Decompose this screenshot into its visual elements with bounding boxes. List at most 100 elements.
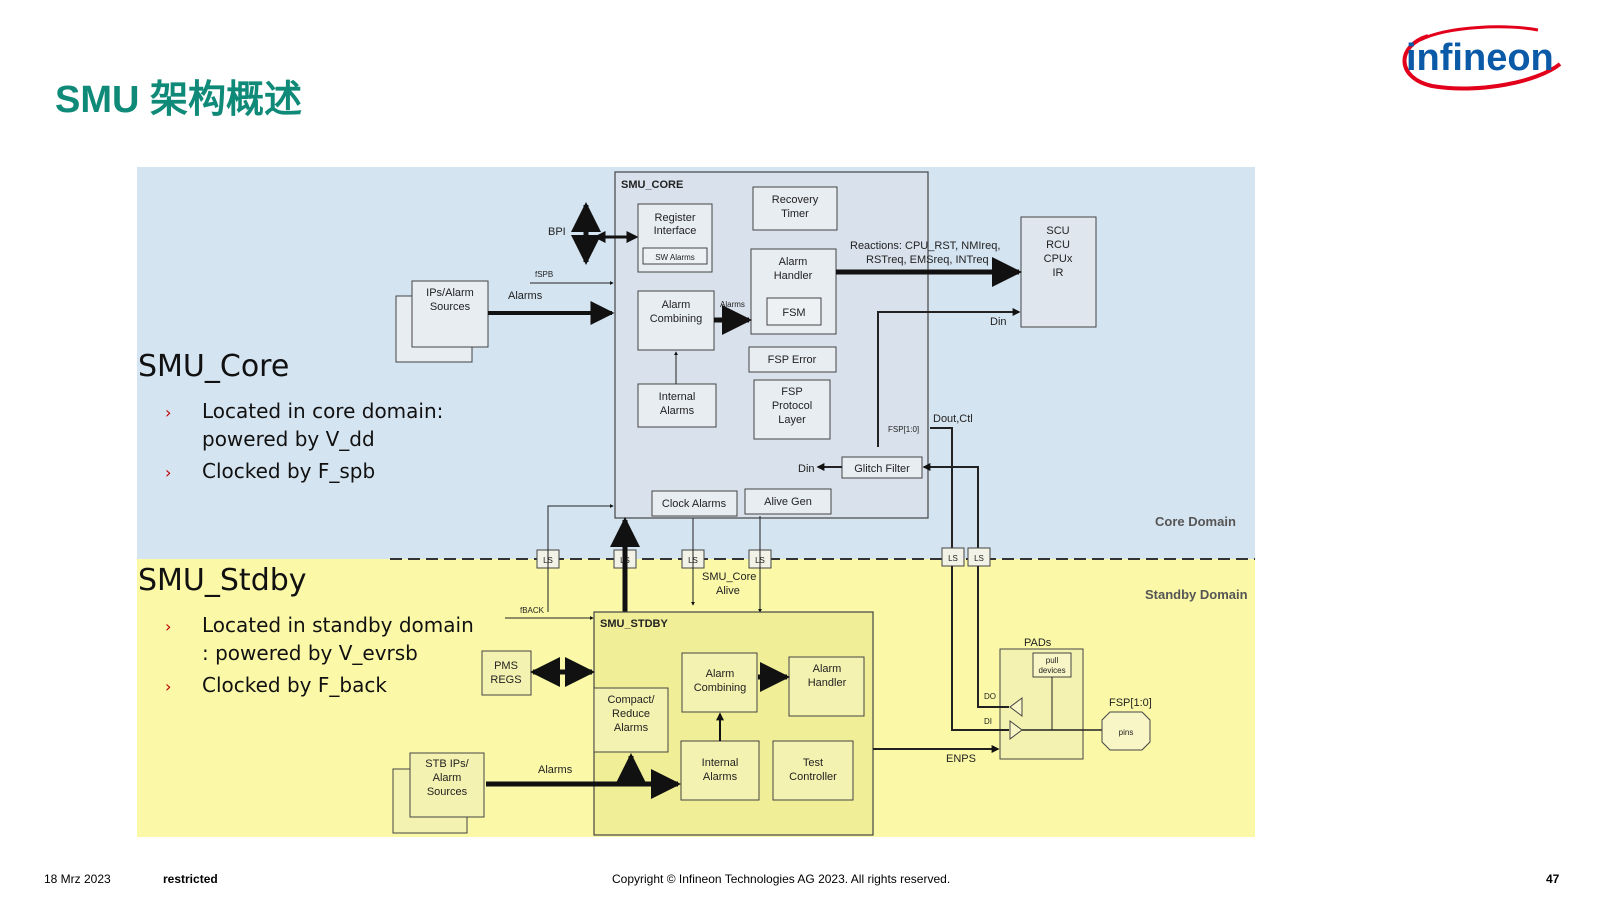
footer-date: 18 Mrz 2023	[44, 872, 111, 886]
register-interface-text: Register	[655, 212, 696, 224]
stdby-bullet-1-line2: : powered by V_evrsb	[202, 641, 418, 665]
bullet-marker: ›	[165, 403, 171, 422]
alive-gen-text: Alive Gen	[764, 496, 812, 508]
fsp-pins-block	[1101, 711, 1151, 751]
test-controller-block	[772, 740, 854, 801]
ips-alarm-sources-text: Sources	[430, 301, 471, 313]
smu-core-label: SMU_CORE	[621, 179, 683, 191]
fsp-protocol-text: Layer	[778, 414, 806, 426]
din-scu-label: Din	[990, 316, 1007, 328]
pins-text: pins	[1119, 728, 1134, 737]
core-bullet-1-line2: powered by V_dd	[202, 427, 375, 451]
fspb-label: fSPB	[535, 270, 553, 279]
footer-copyright: Copyright © Infineon Technologies AG 202…	[612, 872, 951, 886]
bullet-marker: ›	[165, 677, 171, 696]
smu-stdby-label: SMU_STDBY	[600, 618, 669, 630]
alarms-input-label: Alarms	[508, 290, 543, 302]
internal-alarms-stdby-block	[680, 740, 760, 801]
compact-reduce-block	[593, 687, 669, 753]
stb-ips-text: Alarm	[433, 772, 462, 784]
core-domain-label: Core Domain	[1155, 514, 1236, 529]
bullet-marker: ›	[165, 463, 171, 482]
sw-alarms-block	[642, 247, 708, 265]
compact-reduce-text: Reduce	[612, 708, 650, 720]
recovery-timer-block	[752, 186, 838, 231]
alarm-handler-stdby-text: Alarm	[813, 663, 842, 675]
fsp-protocol-text: Protocol	[772, 400, 812, 412]
dout-ctl-line	[930, 427, 953, 548]
internal-alarms-core-block	[637, 383, 717, 428]
fsm-text: FSM	[782, 307, 805, 319]
dout-ctl-label: Dout,Ctl	[933, 413, 973, 425]
pms-regs-text: PMS	[494, 660, 518, 672]
pms-regs-text: REGS	[490, 674, 521, 686]
alarms-small-label: Alarms	[720, 300, 745, 309]
logo-swoosh-upper	[1419, 25, 1539, 42]
bullet-marker: ›	[165, 617, 171, 636]
alarm-combining-block	[637, 290, 715, 351]
test-controller-text: Test	[803, 757, 823, 769]
stb-ips-text: Sources	[427, 786, 468, 798]
fback-clock-line	[547, 504, 614, 612]
compact-reduce-text: Alarms	[614, 722, 649, 734]
fsp-error-block	[748, 346, 837, 373]
stdby-bullet-2: Clocked by F_back	[202, 673, 387, 697]
internal-alarms-stdby-text: Alarms	[703, 771, 738, 783]
level-shifter-5: LS	[941, 547, 965, 567]
smu-stdby-heading: SMU_Stdby	[138, 563, 307, 598]
alarm-combining-stdby-text: Alarm	[706, 668, 735, 680]
fsp-protocol-text: FSP	[781, 386, 802, 398]
ir-text: IR	[1053, 267, 1064, 279]
enps-label: ENPS	[946, 753, 976, 765]
stb-alarms-label: Alarms	[538, 764, 573, 776]
reactions-label-1: Reactions: CPU_RST, NMIreq,	[850, 240, 1000, 252]
alarm-handler-stdby-block	[788, 656, 865, 717]
clock-alarms-block	[651, 490, 738, 517]
fsp-pins-label: FSP[1:0]	[1109, 697, 1152, 709]
do-line	[977, 566, 1009, 708]
fsp-protocol-layer-block	[753, 379, 831, 440]
stb-ips-block	[409, 752, 485, 818]
pull-devices-text: pull	[1046, 656, 1059, 665]
ips-alarm-sources-block	[411, 280, 489, 348]
stb-ips-text: STB IPs/	[425, 758, 469, 770]
rcu-text: RCU	[1046, 239, 1070, 251]
footer-classification: restricted	[163, 872, 218, 886]
core-bullet-2: Clocked by F_spb	[202, 459, 375, 483]
do-label: DO	[984, 692, 996, 701]
internal-alarms-core-text: Internal	[659, 391, 696, 403]
logo-text: infineon	[1406, 37, 1554, 79]
fback-label: fBACK	[520, 606, 545, 615]
recovery-timer-text: Timer	[781, 208, 809, 220]
internal-alarms-stdby-text: Internal	[702, 757, 739, 769]
output-buffer-icon	[1009, 720, 1023, 740]
reactions-label-2: RSTreq, EMSreq, INTreq	[866, 254, 989, 266]
input-buffer-icon	[1009, 697, 1023, 717]
page-title: SMU 架构概述	[55, 79, 303, 121]
glitch-filter-text: Glitch Filter	[854, 463, 910, 475]
alive-gen-block	[744, 488, 832, 515]
smu-core-alive-label: SMU_Core	[702, 571, 756, 583]
fsp-to-glitch-line	[922, 463, 979, 548]
alarm-combining-text: Combining	[650, 313, 703, 325]
alarm-handler-stdby-text: Handler	[808, 677, 847, 689]
test-controller-text: Controller	[789, 771, 837, 783]
fsp-bus-label: FSP[1:0]	[888, 425, 919, 434]
cpux-text: CPUx	[1044, 253, 1073, 265]
di-line	[951, 566, 1009, 731]
pads-label: PADs	[1024, 637, 1052, 649]
fsp-error-text: FSP Error	[768, 354, 817, 366]
din-left-label: Din	[798, 463, 815, 475]
sw-alarms-text: SW Alarms	[655, 253, 695, 262]
standby-domain-label: Standby Domain	[1145, 587, 1248, 602]
smu-core-heading: SMU_Core	[138, 349, 289, 384]
level-shifter-6: LS	[967, 547, 991, 567]
compact-reduce-text: Compact/	[607, 694, 655, 706]
din-scu-line	[877, 308, 1021, 447]
stdby-bullet-1-line1: Located in standby domain	[202, 613, 474, 637]
ls-label: LS	[974, 554, 984, 563]
ips-alarm-sources-text: IPs/Alarm	[426, 287, 474, 299]
register-interface-text: Interface	[654, 225, 697, 237]
alarm-handler-text: Handler	[774, 270, 813, 282]
